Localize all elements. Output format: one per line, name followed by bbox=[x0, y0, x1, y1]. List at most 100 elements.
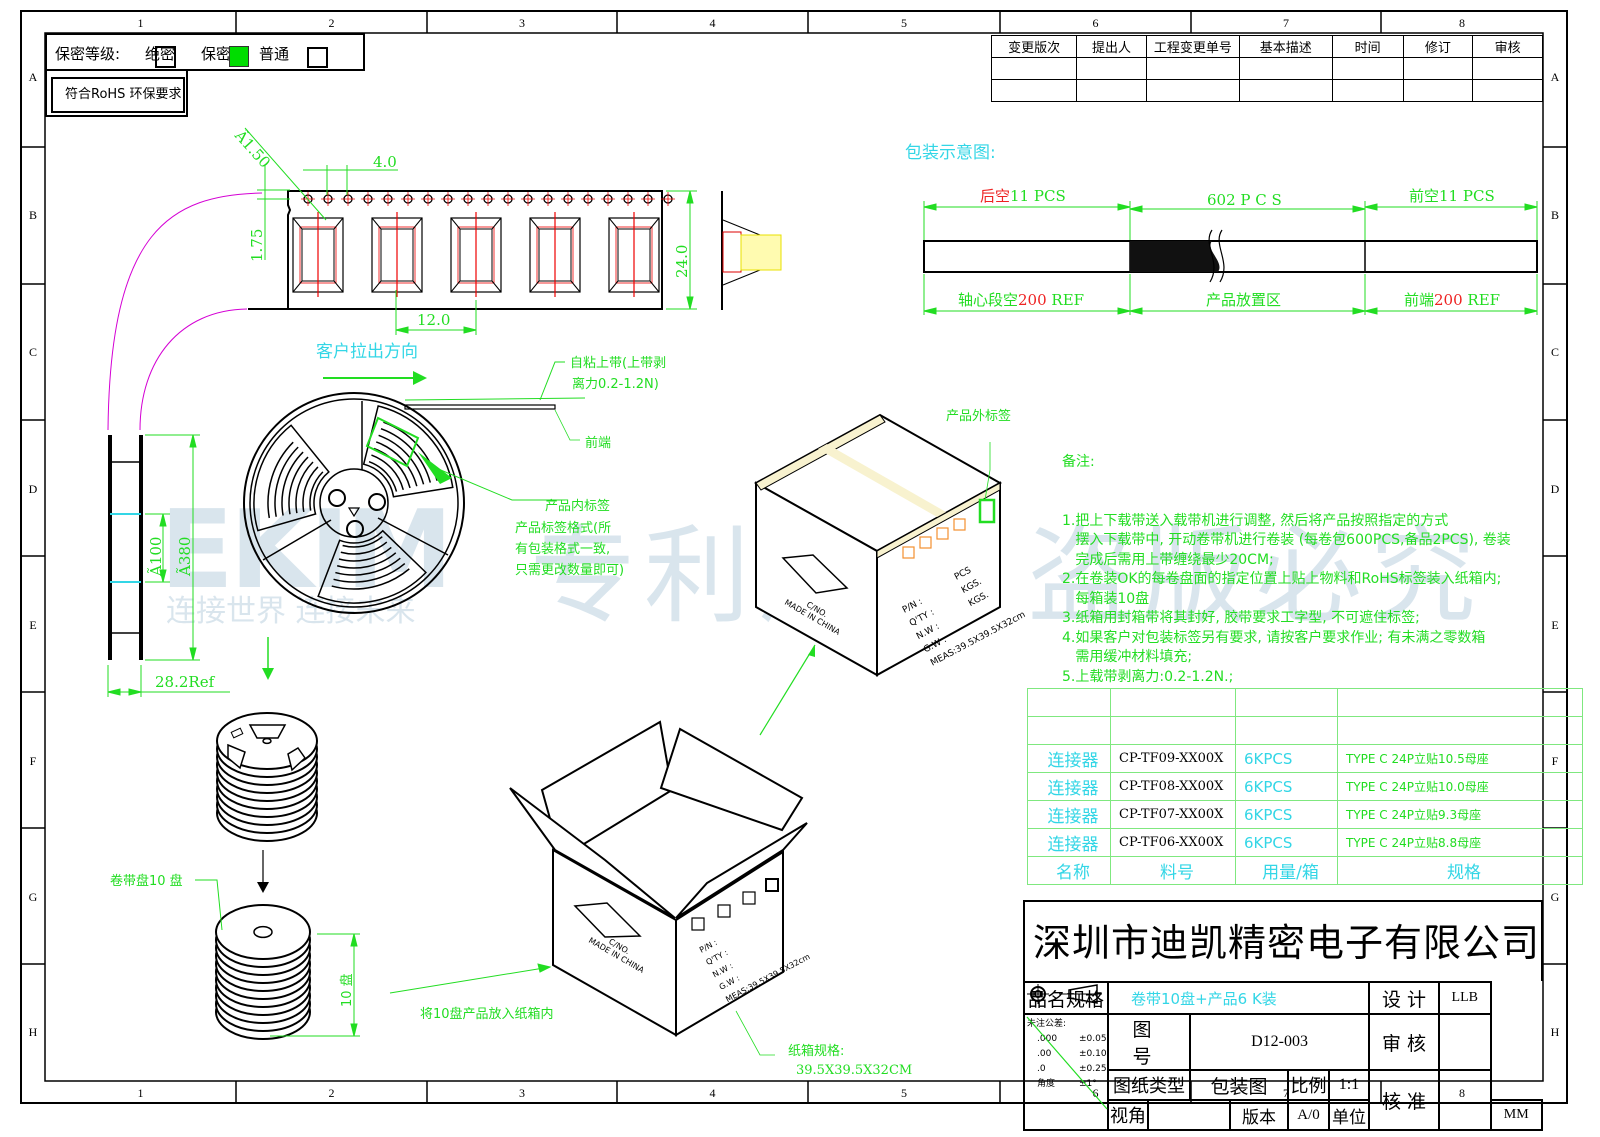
part-name: 连接器 bbox=[1027, 828, 1111, 857]
zone-row-label: D bbox=[1550, 482, 1560, 496]
designer-value: LLB bbox=[1438, 981, 1492, 1015]
dim-outer-diameter: Ã380 bbox=[176, 536, 194, 576]
parts-table-header: 名称 料号 用量/箱 规格 bbox=[1027, 856, 1583, 885]
rev-header-time: 时间 bbox=[1331, 35, 1404, 58]
version-label: 版本 bbox=[1229, 1099, 1289, 1131]
zone-col-label: 1 bbox=[137, 16, 144, 30]
checkbox-top-secret[interactable] bbox=[155, 46, 176, 68]
outer-label-title: 产品外标签 bbox=[946, 409, 1012, 424]
rev-header-ecn: 工程变更单号 bbox=[1145, 35, 1240, 58]
view-label: 视角 bbox=[1107, 1099, 1149, 1131]
zone-col-label: 3 bbox=[519, 16, 525, 30]
rear-empty-prefix: 后空 bbox=[980, 187, 1011, 205]
part-qty: 6KPCS bbox=[1235, 744, 1338, 773]
part-number: CP-TF08-XX00X bbox=[1110, 772, 1236, 801]
parts-header-part-no: 料号 bbox=[1110, 856, 1236, 885]
zone-col-label: 2 bbox=[328, 16, 335, 30]
unit-label: 单位 bbox=[1327, 1099, 1371, 1131]
drawing-type-value: 包装图 bbox=[1189, 1069, 1289, 1101]
drawing-no-value: D12-003 bbox=[1188, 1013, 1371, 1071]
note-line: 5.上载带剥离力:0.2-1.2N.; bbox=[1062, 668, 1234, 685]
dim-hub-diameter: Ã100 bbox=[147, 536, 165, 576]
put-in-box-label: 将10盘产品放入纸箱内 bbox=[420, 1007, 554, 1022]
part-qty: 6KPCS bbox=[1235, 828, 1338, 857]
schematic-product-zone: 产品放置区 bbox=[1206, 291, 1282, 309]
rev-header-proposer: 提出人 bbox=[1076, 35, 1147, 58]
projection-symbol bbox=[1027, 984, 1231, 1131]
zone-row-label: E bbox=[1551, 618, 1559, 632]
carton-spec-value: 39.5X39.5X32CM bbox=[796, 1063, 913, 1078]
hub-empty-label: 轴心段空 bbox=[958, 291, 1019, 309]
tolerance-row: .000±0.05 bbox=[1027, 1032, 1107, 1047]
zone-row-label: G bbox=[28, 890, 38, 904]
label-note-line: 产品标签格式(所 bbox=[515, 521, 612, 536]
schematic-front-empty: 前空11 PCS bbox=[1409, 189, 1495, 204]
revision-row bbox=[990, 79, 1543, 102]
part-spec: TYPE C 24P立贴8.8母座 bbox=[1337, 828, 1583, 857]
notes-block: 备注: 1.把上下载带送入载带机进行调整, 然后将产品按照指定的方式 摆入下载带… bbox=[1062, 414, 1511, 707]
note-line: 摆入下载带中, 开动卷带机进行卷装 (每卷包600PCS,备品2PCS), 卷装 bbox=[1062, 532, 1511, 548]
dim-sprocket-pitch: 4.0 bbox=[373, 153, 397, 171]
stack-height-label: 10 盘 bbox=[340, 973, 355, 1007]
schematic-front-end: 前端200 REF bbox=[1404, 293, 1500, 308]
dim-pocket-pitch: 12.0 bbox=[417, 311, 451, 329]
part-name: 连接器 bbox=[1027, 772, 1111, 801]
inner-label-title: 产品内标签 bbox=[545, 499, 611, 514]
checkbox-confidential-checked[interactable] bbox=[229, 46, 249, 67]
third-angle-projection-icon bbox=[1027, 984, 1102, 1004]
part-number: CP-TF07-XX00X bbox=[1110, 800, 1236, 829]
rohs-box: 符合RoHS 环保要求 bbox=[51, 77, 185, 113]
tolerance-row: .0±0.25 bbox=[1027, 1062, 1107, 1077]
zone-col-label: 5 bbox=[901, 1086, 907, 1100]
scale-label: 比例 bbox=[1287, 1069, 1330, 1101]
part-name: 连接器 bbox=[1027, 800, 1111, 829]
note-line: 1.把上下载带送入载带机进行调整, 然后将产品按照指定的方式 bbox=[1062, 512, 1449, 529]
tolerance-row: 角度±1° bbox=[1027, 1077, 1107, 1092]
note-line: 3.纸箱用封箱带将其封好, 胶带要求工字型, 不可遮住标签; bbox=[1062, 610, 1420, 626]
zone-col-label: 2 bbox=[328, 1086, 335, 1100]
part-spec: TYPE C 24P立贴10.5母座 bbox=[1337, 744, 1583, 773]
zone-row-label: B bbox=[28, 208, 37, 222]
zone-row-label: A bbox=[28, 70, 38, 84]
zone-row-label: B bbox=[1550, 208, 1559, 222]
zone-row-label: D bbox=[28, 482, 38, 496]
tolerance-key: 角度 bbox=[1037, 1079, 1056, 1089]
security-option-confidential: 保密 bbox=[201, 45, 232, 63]
front-end-label: 前端 bbox=[1404, 291, 1435, 309]
zone-row-label: H bbox=[1550, 1025, 1560, 1039]
schematic-title: 包装示意图: bbox=[905, 143, 996, 163]
tolerance-value: ±0.10 bbox=[1079, 1049, 1107, 1059]
label-note-line: 有包装格式一致, bbox=[515, 542, 611, 557]
security-option-top-secret: 绝密 bbox=[145, 45, 176, 63]
zone-col-label: 5 bbox=[901, 16, 907, 30]
pull-direction-label: 客户拉出方向 bbox=[316, 342, 418, 362]
rev-header-version: 变更版次 bbox=[990, 35, 1078, 58]
drawing-type-label: 图纸类型 bbox=[1107, 1069, 1191, 1101]
notes-lines: 1.把上下载带送入载带机进行调整, 然后将产品按照指定的方式 摆入下载带中, 开… bbox=[1062, 512, 1511, 688]
product-spec-value: 卷带10盘+产品6 K装 bbox=[1106, 981, 1371, 1015]
part-name: 连接器 bbox=[1027, 744, 1111, 773]
front-end-label: 前端 bbox=[585, 436, 612, 451]
schematic-product-count: 602 P C S bbox=[1207, 191, 1282, 209]
part-spec: TYPE C 24P立贴9.3母座 bbox=[1337, 800, 1583, 829]
checkbox-normal[interactable] bbox=[307, 47, 328, 68]
front-empty-count: 11 PCS bbox=[1439, 187, 1495, 205]
zone-row-label: A bbox=[1550, 70, 1560, 84]
carton-spec-title: 纸箱规格: bbox=[788, 1044, 845, 1059]
zone-row-label: G bbox=[1550, 890, 1560, 904]
zone-col-label: 7 bbox=[1283, 16, 1289, 30]
security-level-label: 保密等级: bbox=[55, 45, 121, 63]
parts-header-name: 名称 bbox=[1027, 856, 1111, 885]
front-empty-prefix: 前空 bbox=[1409, 187, 1440, 205]
part-number: CP-TF09-XX00X bbox=[1110, 744, 1236, 773]
schematic-rear-empty: 后空11 PCS bbox=[980, 189, 1066, 204]
hub-empty-value: 200 bbox=[1018, 291, 1047, 309]
tolerance-title: 未注公差: bbox=[1027, 1019, 1067, 1029]
rev-header-revise: 修订 bbox=[1402, 35, 1474, 58]
hub-empty-suffix: REF bbox=[1046, 291, 1085, 309]
dim-edge-distance: 1.75 bbox=[248, 228, 266, 262]
review-label: 审 核 bbox=[1368, 1013, 1441, 1071]
